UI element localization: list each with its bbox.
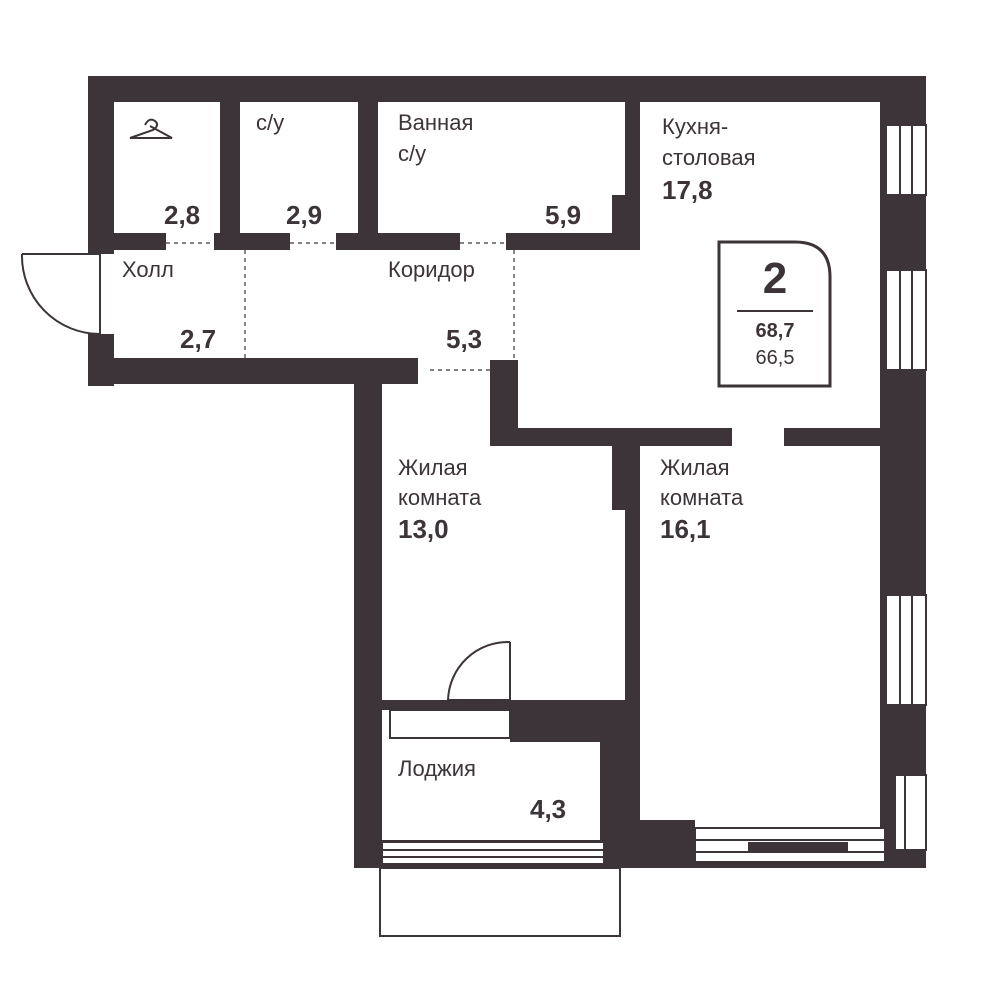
living-area: 66,5: [756, 347, 795, 369]
kitchen-area: 17,8: [662, 175, 713, 205]
wc-name: с/у: [256, 110, 284, 135]
kitchen-name-line1: Кухня-: [662, 114, 728, 139]
apartment-summary-badge: 2 68,7 66,5: [717, 240, 832, 388]
living1-name-line2: комната: [398, 485, 482, 510]
loggia-door[interactable]: [447, 640, 511, 701]
loggia-area: 4,3: [530, 794, 566, 824]
corridor-area: 5,3: [446, 324, 482, 354]
wc-area: 2,9: [286, 200, 322, 230]
bathroom-name-line1: Ванная: [398, 110, 473, 135]
room-boundaries: [166, 242, 515, 371]
kitchen-name-line2: столовая: [662, 145, 756, 170]
hall-area: 2,7: [180, 324, 216, 354]
corridor-name: Коридор: [388, 257, 475, 282]
living2-name-line2: комната: [660, 485, 744, 510]
living1-area: 13,0: [398, 514, 449, 544]
bathroom-area: 5,9: [545, 200, 581, 230]
hanger-icon: [129, 118, 173, 139]
living1-name-line1: Жилая: [398, 455, 468, 480]
interior-walls: [100, 100, 884, 852]
total-area: 68,7: [756, 320, 795, 342]
living2-area: 16,1: [660, 514, 711, 544]
loggia-glazing: [379, 709, 621, 937]
wardrobe-area: 2,8: [164, 200, 200, 230]
bathroom-name-line2: с/у: [398, 141, 426, 166]
exterior-walls: [88, 76, 926, 868]
loggia-name: Лоджия: [398, 756, 476, 781]
windows: [694, 124, 927, 863]
entrance-door[interactable]: [20, 253, 102, 335]
living2-name-line1: Жилая: [660, 455, 730, 480]
hall-name: Холл: [122, 257, 174, 282]
rooms-count: 2: [763, 254, 787, 303]
